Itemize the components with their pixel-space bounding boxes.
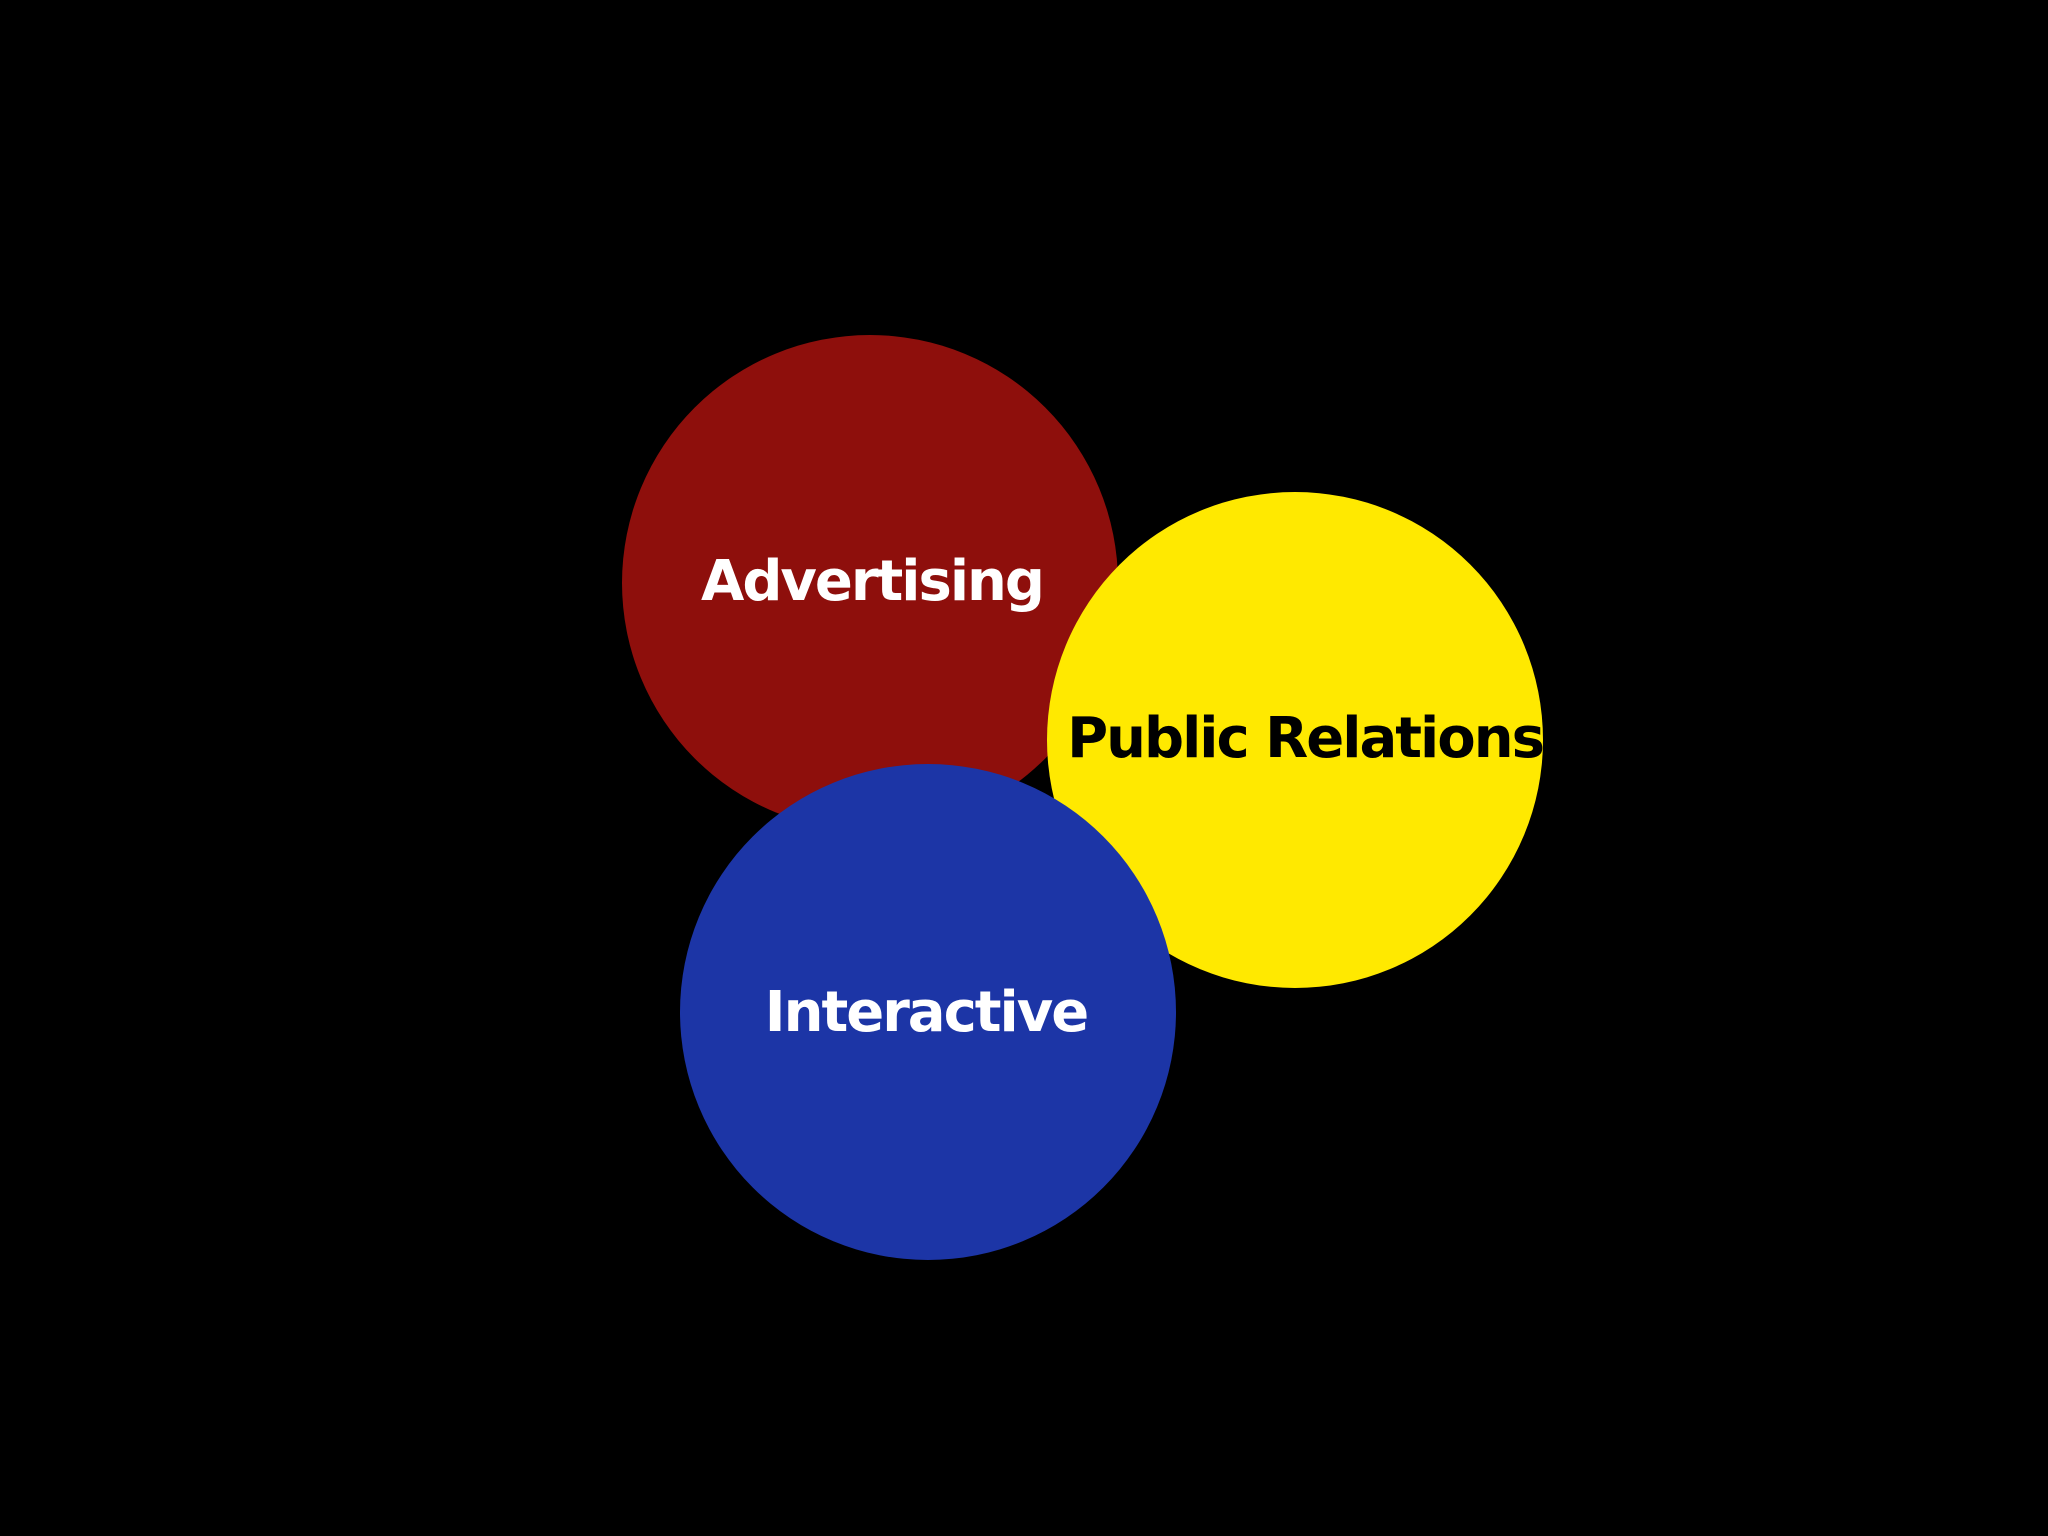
advertising-circle-group xyxy=(622,335,1118,831)
advertising-label: Advertising xyxy=(701,549,1043,614)
interactive-circle xyxy=(680,764,1176,1260)
public-relations-circle-group xyxy=(1047,492,1543,988)
public-relations-label: Public Relations xyxy=(1067,706,1543,771)
interactive-circle-group xyxy=(680,764,1176,1260)
public-relations-circle xyxy=(1047,492,1543,988)
advertising-circle xyxy=(622,335,1118,831)
interactive-label: Interactive xyxy=(765,980,1088,1045)
